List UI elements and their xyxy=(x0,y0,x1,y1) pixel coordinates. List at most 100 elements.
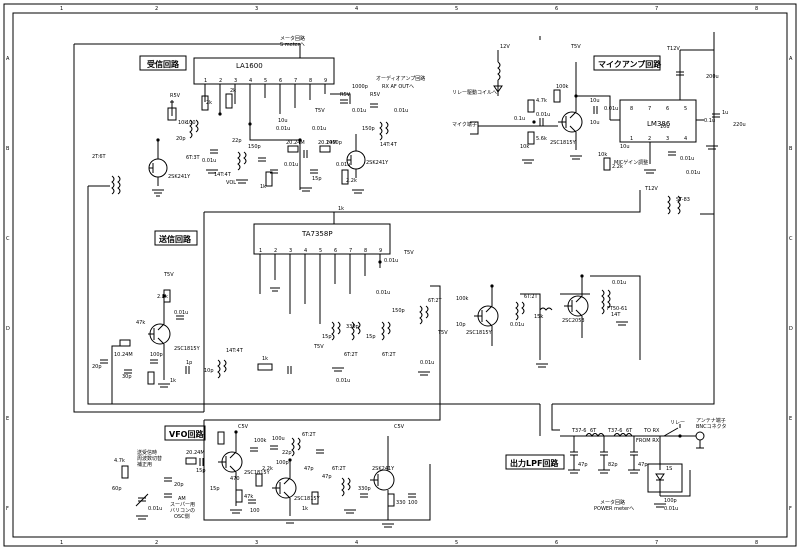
section-title-mic: マイクアンプ回路 xyxy=(593,55,662,71)
frame-letter: C xyxy=(789,236,793,242)
tx-label: T5V xyxy=(437,330,448,336)
mic-label: 10u xyxy=(660,124,670,130)
rx-label: 2.2k xyxy=(346,178,357,184)
frame-num: 2 xyxy=(155,6,158,12)
frame-index-top: 1 2 3 4 5 6 7 8 xyxy=(60,6,758,12)
vfo-label: 6T:2T xyxy=(302,432,317,438)
vfo-label: 15p xyxy=(196,468,206,474)
mic-label: 10k xyxy=(520,144,529,150)
ic-pin: 6 xyxy=(334,248,337,254)
ic-lm386: LM386 8 7 6 5 1 2 3 4 xyxy=(619,99,697,143)
section-title-mic-text: マイクアンプ回路 xyxy=(598,59,662,69)
mic-label: 0.01u xyxy=(536,112,550,118)
note-antenna-2: BNCコネクタ xyxy=(696,423,726,430)
ic-pin: 8 xyxy=(630,106,633,112)
rx-label: 0.01u xyxy=(336,162,350,168)
frame-outer xyxy=(3,3,797,547)
ic-pin: 9 xyxy=(379,248,382,254)
frame-letter: E xyxy=(6,416,9,422)
ic-pin: 2 xyxy=(274,248,277,254)
ic-la1600: LA1600 1 2 3 4 5 6 7 8 9 xyxy=(193,57,335,124)
tx-label: 6T:2T xyxy=(524,294,539,300)
rx-label: 2SK241Y xyxy=(366,160,389,166)
vfo-label: 2SC1815Y xyxy=(244,470,271,476)
note-vfo-varicap-3: バリコンの xyxy=(170,508,195,514)
rx-label: 1k xyxy=(260,184,266,190)
section-title-lpf-text: 出力LPF回路 xyxy=(510,458,559,468)
ic-pin: 1 xyxy=(204,78,207,84)
tx-label: 0.01u xyxy=(612,280,626,286)
rx-label: 1000p xyxy=(352,84,368,90)
rx-label: R5V xyxy=(370,92,381,98)
rx-label: 0.01u xyxy=(394,108,408,114)
section-title-lpf: 出力LPF回路 xyxy=(505,454,565,470)
ic-pin: 8 xyxy=(364,248,367,254)
tx-label: 15p xyxy=(366,334,376,340)
vfo-label: 20p xyxy=(174,482,184,488)
rx-label: T5V xyxy=(314,108,325,114)
vfo-label: C5V xyxy=(394,424,405,430)
frame-num: 8 xyxy=(755,540,758,546)
tx-label: 100p xyxy=(150,352,163,358)
rx-label: 2k xyxy=(230,88,236,94)
mic-label: 10k xyxy=(598,152,607,158)
tx-label: 6T:2T xyxy=(382,352,397,358)
tx-label: 0.01u xyxy=(336,378,350,384)
ic-pin: 2 xyxy=(648,136,651,142)
mic-label: 2.2k xyxy=(612,164,623,170)
vfo-label: 2.2k xyxy=(262,466,273,472)
note-vfo-freq-1: 送受信時 xyxy=(137,449,157,456)
tx-label: 1k xyxy=(262,356,268,362)
note-antenna-1: アンテナ端子 xyxy=(696,417,726,424)
vfo-label: 330p xyxy=(358,486,371,492)
mic-label: 100k xyxy=(556,84,569,90)
note-power-meter-1: メータ回路 xyxy=(600,499,625,506)
frame-letter: B xyxy=(789,146,793,152)
mic-label: 200u xyxy=(706,74,719,80)
mic-label: 0.1u xyxy=(704,118,715,124)
vfo-label: 100p xyxy=(276,460,289,466)
ic-pin: 7 xyxy=(648,106,651,112)
tx-label: 20p xyxy=(92,364,102,370)
rx-label: 10u xyxy=(278,118,288,124)
lpf-circuit: T37-6 6T T37-6 6T 47p 82p 47p 1S 100p 0.… xyxy=(560,417,726,512)
note-mic-jack: マイク端子 xyxy=(452,121,477,128)
vfo-label: 20.24M xyxy=(186,450,205,456)
frame-letter: D xyxy=(789,326,793,332)
ic-pin: 6 xyxy=(279,78,282,84)
vfo-label: 47k xyxy=(244,494,253,500)
vfo-label: 100 xyxy=(408,500,418,506)
rx-label: 0.01u xyxy=(312,126,326,132)
rx-label: 2k xyxy=(206,100,212,106)
ic-pin: 5 xyxy=(684,106,687,112)
vfo-label: 100u xyxy=(272,436,285,442)
ic-pin: 2 xyxy=(219,78,222,84)
frame-num: 1 xyxy=(60,540,63,546)
frame-num: 3 xyxy=(255,6,258,12)
ic-pin: 7 xyxy=(349,248,352,254)
antenna-connector xyxy=(695,431,705,441)
note-audio-2: RX AF OUTへ xyxy=(382,84,414,90)
rx-label: 22p xyxy=(232,138,242,144)
tx-label: 0.01u xyxy=(384,258,398,264)
rx-label: R5V xyxy=(170,93,181,99)
lpf-label: 82p xyxy=(608,462,618,468)
tx-label: 1k xyxy=(338,206,344,212)
note-relay-mic: リレー駆動コイルへ xyxy=(452,89,497,96)
note-to-rx: TO RX xyxy=(643,428,660,434)
rx-label: 10k xyxy=(178,120,187,126)
note-from-rx: FROM RX xyxy=(636,438,660,444)
rx-label: R5V xyxy=(340,92,351,98)
rx-circuit: R5V 10k 2T:6T 6T:3T 14T:4T 2SK241Y 100 2… xyxy=(92,35,425,197)
frame-num: 4 xyxy=(355,6,358,12)
note-power-meter-2: POWER meterへ xyxy=(594,506,634,512)
frame-letter: C xyxy=(6,236,10,242)
vfo-label: 4.7k xyxy=(114,458,125,464)
mic-label: 10u xyxy=(590,120,600,126)
tx-label: 2SC2053 xyxy=(562,318,585,324)
rx-label: 150p xyxy=(362,126,375,132)
mic-label: 220u xyxy=(733,122,746,128)
ic-lm386-name: LM386 xyxy=(647,120,671,128)
